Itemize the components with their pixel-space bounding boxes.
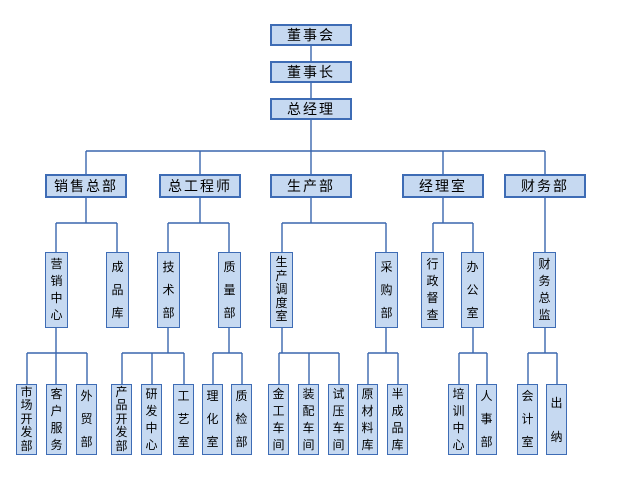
node-rd-center: 研发中心 xyxy=(141,384,162,455)
node-foreign-trade-dept: 外贸部 xyxy=(76,384,97,455)
node-training-center: 培训中心 xyxy=(448,384,469,455)
node-admin-supervision: 行政督查 xyxy=(421,252,444,328)
node-finished-goods-warehouse: 成品库 xyxy=(106,252,129,328)
node-cashier: 出纳 xyxy=(546,384,567,455)
node-general-manager: 总经理 xyxy=(270,98,352,120)
node-semi-finished-warehouse: 半成品库 xyxy=(387,384,408,455)
node-marketing-center: 营销中心 xyxy=(45,252,68,328)
node-quality-inspection-dept: 质检部 xyxy=(231,384,252,455)
node-chief-engineer: 总工程师 xyxy=(159,174,241,198)
node-metalwork-workshop: 金工车间 xyxy=(268,384,289,455)
node-raw-material-warehouse: 原材料库 xyxy=(357,384,378,455)
node-customer-service: 客户服务 xyxy=(46,384,67,455)
node-finance-dept: 财务部 xyxy=(504,174,586,198)
node-assembly-workshop: 装配车间 xyxy=(298,384,319,455)
node-manager-office: 经理室 xyxy=(402,174,484,198)
node-process-room: 工艺室 xyxy=(173,384,194,455)
node-chairman: 董事长 xyxy=(270,61,352,83)
node-production-dispatch-office: 生产调度室 xyxy=(270,252,293,328)
node-market-development-dept: 市场开发部 xyxy=(16,384,37,455)
node-production-dept: 生产部 xyxy=(270,174,352,198)
node-pressure-test-workshop: 试压车间 xyxy=(328,384,349,455)
node-board-of-directors: 董事会 xyxy=(270,24,352,46)
node-office: 办公室 xyxy=(461,252,484,328)
connector-path xyxy=(26,46,558,384)
node-physicochemical-lab: 理化室 xyxy=(202,384,223,455)
node-technology-dept: 技术部 xyxy=(157,252,180,328)
node-hr-dept: 人事部 xyxy=(476,384,497,455)
node-product-development-dept: 产品开发部 xyxy=(111,384,132,455)
node-quality-dept: 质量部 xyxy=(218,252,241,328)
node-accounting-office: 会计室 xyxy=(517,384,538,455)
node-finance-director: 财务总监 xyxy=(533,252,556,328)
node-purchasing-dept: 采购部 xyxy=(375,252,398,328)
node-sales-headquarters: 销售总部 xyxy=(45,174,127,198)
